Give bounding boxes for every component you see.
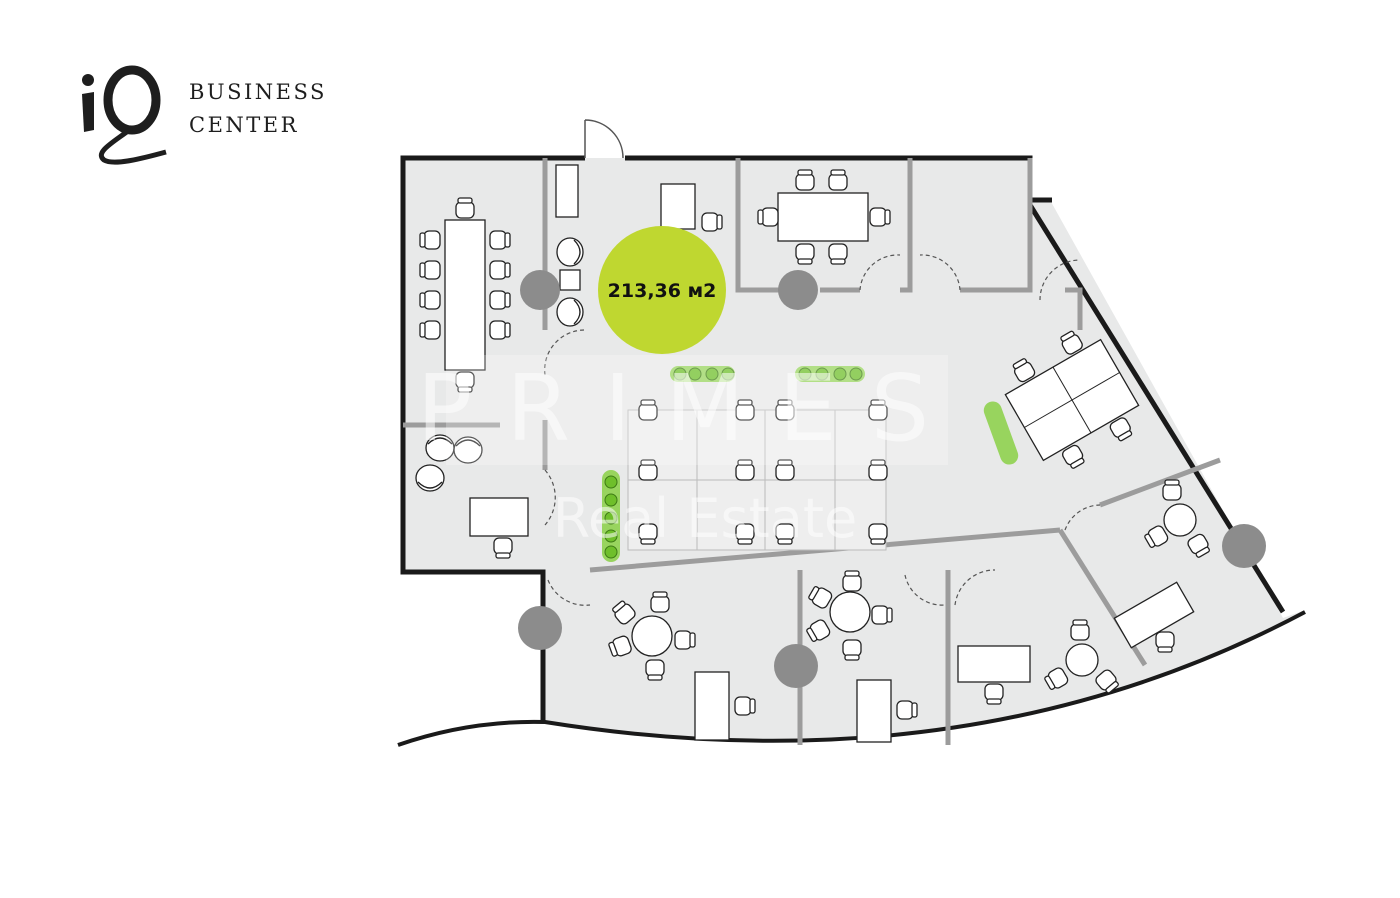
cabinet-1-furniture xyxy=(606,591,756,741)
interior-doors xyxy=(544,254,1101,606)
meeting-room-top-furniture xyxy=(757,169,891,265)
cabinet-3-furniture xyxy=(957,619,1122,705)
cabinet-2-furniture xyxy=(804,570,918,743)
logo-line-center: CENTER xyxy=(189,113,299,137)
watermark-real-estate: Real Estate xyxy=(553,487,858,550)
logo-wordmark: BUSINESS CENTER xyxy=(189,76,327,142)
watermark-primes: PRIMES xyxy=(417,355,963,462)
planters xyxy=(602,366,1019,562)
reception-seating xyxy=(555,164,723,327)
column xyxy=(1222,524,1266,568)
column xyxy=(774,644,818,688)
column xyxy=(778,270,818,310)
open-space-desks xyxy=(627,399,888,551)
iq-logo-icon xyxy=(82,65,167,165)
column xyxy=(518,606,562,650)
lounge-furniture xyxy=(415,434,529,559)
structural-columns xyxy=(518,270,1266,688)
area-marker xyxy=(598,226,726,354)
right-desk-pod xyxy=(1004,328,1140,471)
watermark: PRIMES Real Estate xyxy=(417,355,963,550)
outer-curve xyxy=(397,610,1306,747)
brand-logo: BUSINESS CENTER xyxy=(74,62,374,172)
logo-line-business: BUSINESS xyxy=(189,80,327,104)
column xyxy=(520,270,560,310)
boardroom-furniture xyxy=(419,197,511,393)
cabinet-4-furniture xyxy=(1113,479,1213,653)
area-label: 213,36 м2 xyxy=(608,280,717,302)
entrance-door xyxy=(584,119,624,159)
